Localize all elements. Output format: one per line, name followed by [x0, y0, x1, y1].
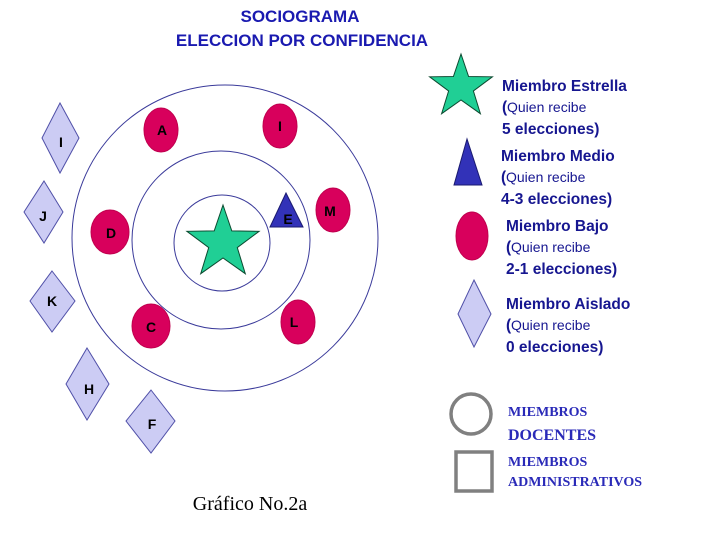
legend-ellipse-icon: [455, 211, 489, 261]
legend-medio-name: Miembro Medio: [501, 148, 615, 165]
legend-docentes-line1: MIEMBROS: [508, 405, 588, 420]
member-label: C: [146, 319, 156, 335]
member-label: A: [157, 122, 167, 138]
legend-diamond-icon: [457, 278, 492, 349]
member-H: H: [65, 347, 110, 421]
member-label: M: [324, 203, 336, 219]
legend-aislado-line2: Quien recibe: [511, 317, 591, 333]
legend-triangle-icon: [453, 137, 483, 186]
member-E: E: [269, 191, 304, 228]
legend-circle-icon: [449, 392, 493, 436]
member-label: I: [278, 118, 282, 134]
triangle-icon: [269, 191, 304, 228]
member-label: K: [47, 293, 57, 309]
member-K: K: [29, 270, 76, 333]
legend-medio-line3: 4-3 elecciones): [501, 191, 612, 208]
legend-square-icon: [454, 450, 494, 493]
diamond-icon: [65, 347, 110, 421]
member-label: I: [59, 134, 63, 150]
member-label: E: [283, 211, 292, 227]
inner-ring: [173, 194, 271, 292]
legend-admin-line2: ADMINISTRATIVOS: [508, 475, 642, 490]
legend-estrella-name: Miembro Estrella: [502, 78, 627, 95]
diamond-icon: [29, 270, 76, 333]
member-F: F: [125, 389, 176, 454]
legend-star-icon: [428, 52, 494, 115]
member-D: D: [90, 209, 130, 255]
legend-docentes-line2: DOCENTES: [508, 427, 596, 444]
legend-aislado-name: Miembro Aislado: [506, 296, 630, 313]
legend-aislado-line3: 0 elecciones): [506, 339, 603, 356]
member-C: C: [131, 303, 171, 349]
legend-medio-paren: (: [501, 169, 507, 186]
legend-bajo-name: Miembro Bajo: [506, 218, 608, 235]
member-label: D: [106, 225, 116, 241]
legend-bajo-paren: (: [506, 239, 512, 256]
legend-medio-line2: Quien recibe: [506, 169, 586, 185]
ellipse-icon: [131, 303, 171, 349]
member-I-isolated: I: [41, 101, 80, 175]
member-label: J: [39, 208, 47, 224]
member-label: H: [84, 381, 94, 397]
legend-bajo-line3: 2-1 elecciones): [506, 261, 617, 278]
diamond-icon: [125, 389, 176, 454]
member-label: L: [290, 314, 299, 330]
legend-estrella-line2: Quien recibe: [507, 99, 587, 115]
member-A: A: [143, 107, 179, 153]
title-line1: SOCIOGRAMA: [241, 7, 360, 26]
legend-bajo-line2: Quien recibe: [511, 239, 591, 255]
member-J: J: [23, 180, 64, 244]
legend-admin-line1: MIEMBROS: [508, 455, 588, 470]
ellipse-icon: [262, 103, 298, 149]
ellipse-icon: [90, 209, 130, 255]
member-label: F: [148, 416, 157, 432]
member-I: I: [262, 103, 298, 149]
member-L: L: [280, 299, 316, 345]
legend-estrella-line3: 5 elecciones): [502, 121, 599, 138]
star-member-icon: [185, 203, 261, 275]
legend-aislado-paren: (: [506, 317, 512, 334]
ellipse-icon: [280, 299, 316, 345]
member-M: M: [315, 187, 351, 233]
ellipse-icon: [143, 107, 179, 153]
title-line2: ELECCION POR CONFIDENCIA: [176, 31, 428, 50]
diamond-icon: [23, 180, 64, 244]
middle-ring: [131, 150, 311, 330]
legend-estrella-paren: (: [502, 99, 508, 116]
outer-ring: [71, 84, 379, 392]
ellipse-icon: [315, 187, 351, 233]
caption: Gráfico No.2a: [193, 493, 308, 515]
diamond-icon: [41, 101, 80, 175]
legend: Miembro Estrella ( Quien recibe 5 elecci…: [428, 52, 642, 493]
